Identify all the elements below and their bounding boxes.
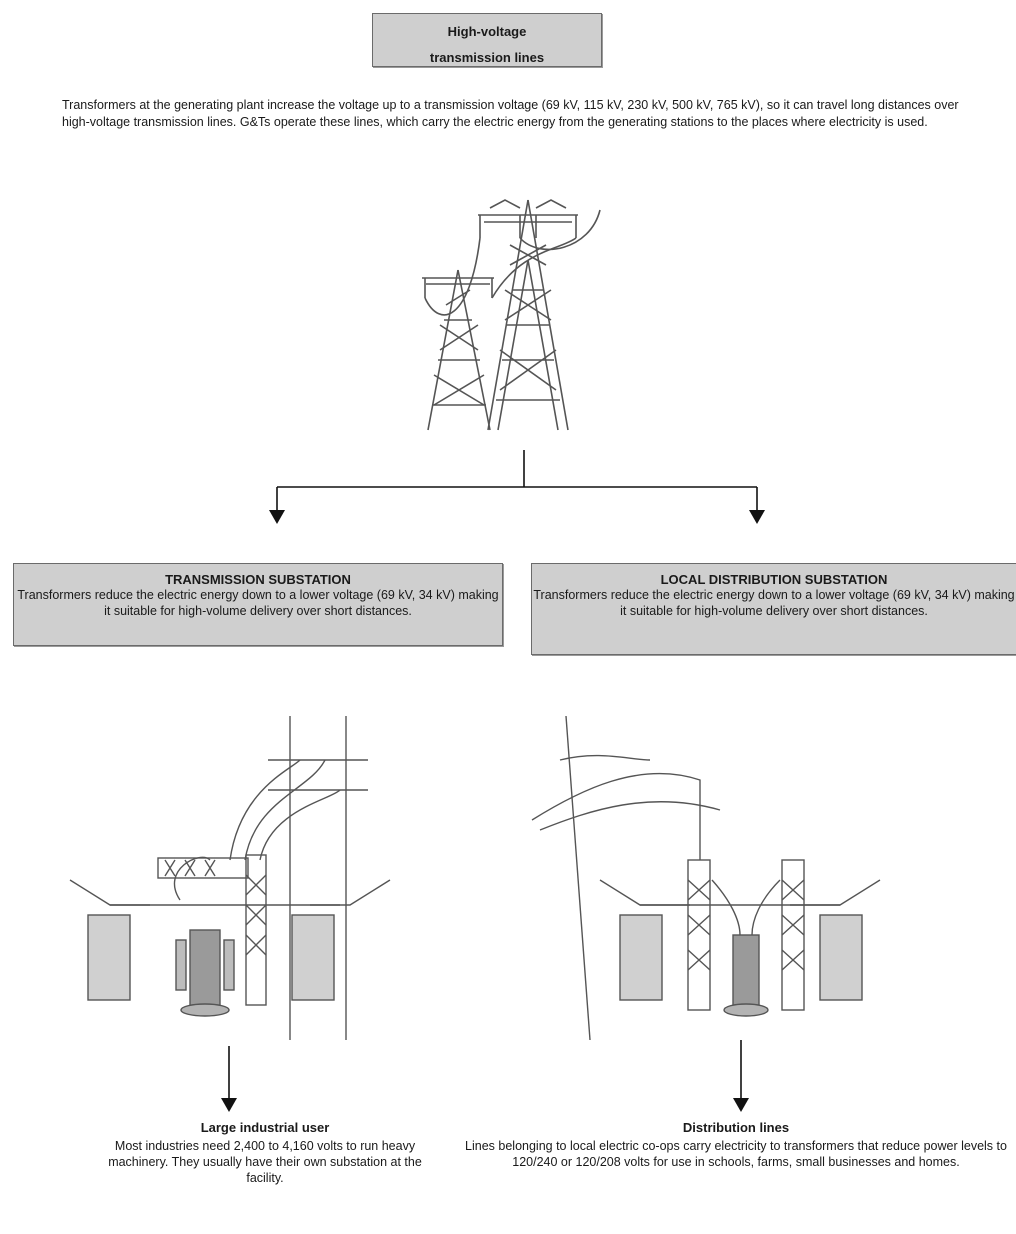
- title-line-2: transmission lines: [429, 50, 545, 66]
- caption-body: Most industries need 2,400 to 4,160 volt…: [108, 1138, 422, 1186]
- industrial-user-caption: Large industrial user Most industries ne…: [90, 1120, 440, 1187]
- arrow-down-icon: [733, 1098, 749, 1112]
- substation-title: TRANSMISSION SUBSTATION: [165, 572, 351, 587]
- substation-description: Transformers reduce the electric energy …: [533, 588, 1015, 618]
- intro-paragraph: Transformers at the generating plant inc…: [62, 98, 959, 129]
- branch-connector: [276, 450, 758, 512]
- transmission-substation-box: TRANSMISSION SUBSTATION Transformers red…: [13, 563, 503, 646]
- caption-title: Distribution lines: [682, 1120, 790, 1135]
- caption-title: Large industrial user: [200, 1120, 330, 1135]
- transmission-substation-icon: [69, 716, 391, 1040]
- transmission-tower-icon: [422, 199, 601, 431]
- arrow-down-icon: [269, 510, 285, 524]
- title-line-1: High-voltage: [447, 24, 527, 39]
- caption-body: Lines belonging to local electric co-ops…: [465, 1138, 1007, 1170]
- title-box: High-voltage transmission lines: [372, 13, 602, 67]
- distribution-substation-icon: [531, 715, 881, 1041]
- local-distribution-substation-box: LOCAL DISTRIBUTION SUBSTATION Transforme…: [531, 563, 1016, 655]
- distribution-lines-caption: Distribution lines Lines belonging to lo…: [456, 1120, 1016, 1170]
- substation-title: LOCAL DISTRIBUTION SUBSTATION: [660, 572, 888, 587]
- arrow-down-icon: [749, 510, 765, 524]
- substation-description: Transformers reduce the electric energy …: [17, 588, 499, 618]
- arrow-down-icon: [221, 1098, 237, 1112]
